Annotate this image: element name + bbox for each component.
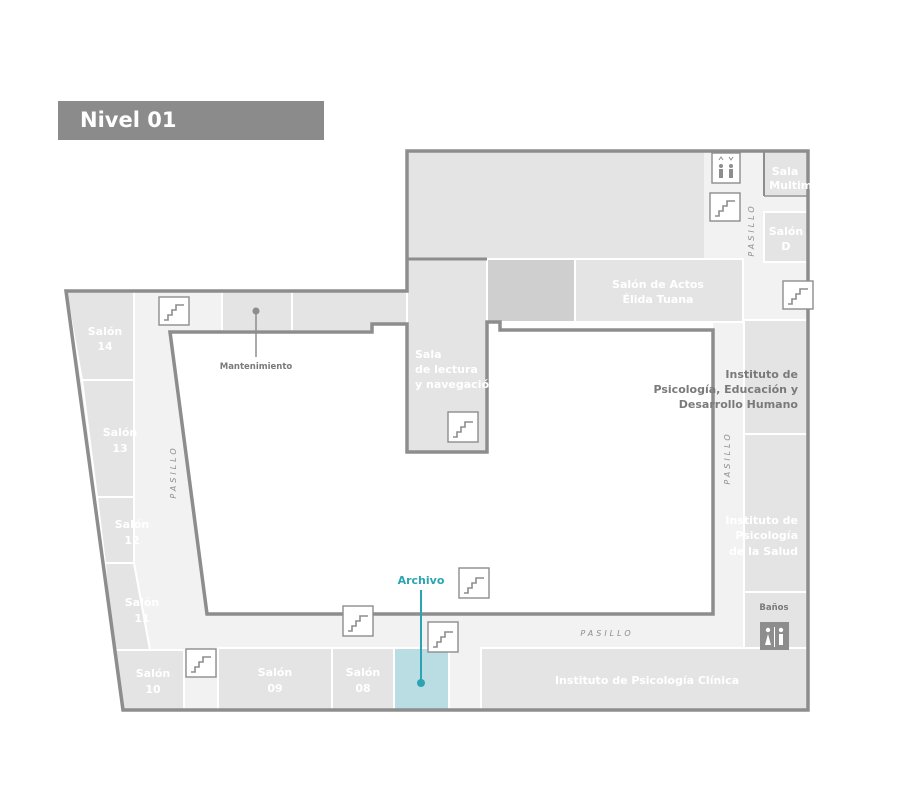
- room-dark-block: [486, 258, 576, 323]
- archivo-label: Archivo: [398, 574, 445, 587]
- room-instituto-psicologia-clinica[interactable]: [480, 647, 809, 711]
- banos-label: Baños: [759, 603, 788, 613]
- corridor-label-top: PASILLO: [747, 203, 756, 256]
- sala-lectura-label-3: y navegación: [415, 378, 497, 391]
- salon-d-label-2: D: [781, 240, 790, 253]
- upper-hall-room: [407, 151, 704, 259]
- instituto-salud-label-2: Psicología: [735, 529, 798, 542]
- mantenimiento-label: Mantenimiento: [220, 362, 293, 372]
- room-salon-d[interactable]: [763, 211, 809, 263]
- stairs-icon[interactable]: [185, 648, 217, 678]
- instituto-psed-label-1: Instituto de: [725, 368, 798, 381]
- sala-lectura-label-2: de lectura: [415, 363, 478, 376]
- salon-actos-label-1: Salón de Actos: [612, 278, 704, 291]
- instituto-psed-label-2: Psicología, Educación y: [653, 383, 798, 396]
- salon-08-label-1: Salón: [346, 666, 381, 679]
- salon-10-label-2: 10: [145, 683, 161, 696]
- stairs-icon[interactable]: [458, 567, 490, 599]
- stairs-icon[interactable]: [342, 605, 374, 637]
- salon-09-label-2: 09: [267, 682, 282, 695]
- sala-lectura-label-1: Sala: [415, 348, 442, 361]
- stairs-icon[interactable]: [427, 621, 459, 653]
- stairs-icon[interactable]: [447, 411, 479, 443]
- salon-13-label-2: 13: [112, 442, 127, 455]
- salon-12-label-2: 12: [124, 534, 139, 547]
- inner-wall: [168, 320, 715, 616]
- instituto-salud-label-1: Instituto de: [725, 514, 798, 527]
- courtyard: [170, 322, 713, 614]
- corridor-label-bottom: PASILLO: [580, 629, 633, 638]
- outer-wall: [63, 149, 810, 712]
- salon-14-label-1: Salón: [88, 325, 123, 338]
- corridor-label-left: PASILLO: [169, 445, 178, 498]
- sala-multimedia-label-1: Sala: [772, 165, 799, 178]
- stairs-icon[interactable]: [158, 296, 190, 326]
- instituto-psed-label-3: Desarrollo Humano: [679, 398, 799, 411]
- corridor-label-right: PASILLO: [723, 431, 732, 484]
- stairs-icon[interactable]: [709, 192, 741, 222]
- level-title: Nivel 01: [58, 101, 324, 140]
- instituto-salud-label-3: de la Salud: [729, 545, 798, 558]
- room-salon-actos[interactable]: [574, 258, 744, 323]
- room-salon-08[interactable]: [331, 647, 395, 711]
- salon-actos-label-2: Élida Tuana: [623, 293, 694, 306]
- salon-13-label-1: Salón: [103, 426, 138, 439]
- room-instituto-salud[interactable]: [743, 433, 809, 593]
- restroom-icon[interactable]: [760, 622, 789, 650]
- location-pin-icon[interactable]: [252, 307, 260, 315]
- stairs-icon[interactable]: [782, 280, 814, 310]
- salon-11-label-2: 11: [134, 612, 149, 625]
- salon-10-label-1: Salón: [136, 667, 171, 680]
- salon-11-label-1: Salón: [125, 596, 160, 609]
- instituto-clinica-label: Instituto de Psicología Clínica: [555, 674, 739, 687]
- salon-14-label-2: 14: [97, 340, 113, 353]
- location-pin-icon[interactable]: [417, 679, 425, 687]
- salon-08-label-2: 08: [355, 682, 370, 695]
- salon-09-label-1: Salón: [258, 666, 293, 679]
- room-salon-09[interactable]: [217, 647, 333, 711]
- salon-12-label-1: Salón: [115, 518, 150, 531]
- sala-multimedia-label-2: Multimedia: [769, 179, 839, 192]
- salon-d-label-1: Salón: [769, 225, 804, 238]
- elevator-icon[interactable]: [711, 152, 741, 184]
- room-instituto-psed[interactable]: [743, 319, 809, 435]
